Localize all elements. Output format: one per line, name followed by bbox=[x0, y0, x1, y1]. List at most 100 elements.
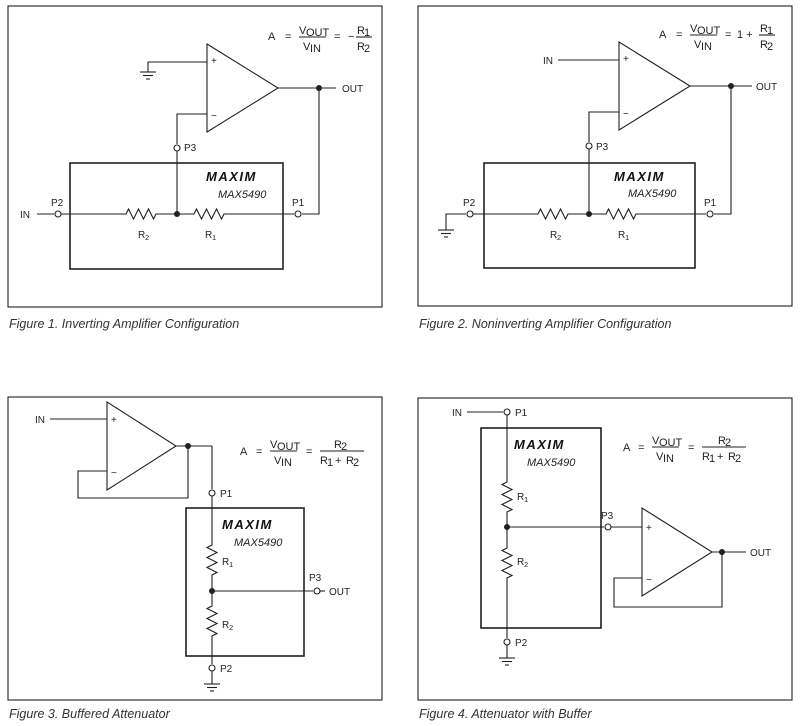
svg-text:A: A bbox=[268, 31, 276, 43]
svg-text:OUT: OUT bbox=[306, 27, 330, 39]
svg-text:IN: IN bbox=[543, 56, 553, 67]
figure-2-caption: Figure 2. Noninverting Amplifier Configu… bbox=[419, 317, 672, 331]
svg-text:1: 1 bbox=[327, 457, 333, 469]
svg-text:R: R bbox=[517, 492, 524, 503]
opamp-symbol bbox=[206, 43, 280, 133]
pin-p3 bbox=[173, 144, 181, 152]
svg-text:OUT: OUT bbox=[277, 441, 301, 453]
svg-text:IN: IN bbox=[452, 408, 462, 419]
svg-text:1: 1 bbox=[229, 560, 233, 569]
svg-text:1: 1 bbox=[625, 233, 629, 242]
opamp-symbol bbox=[618, 41, 692, 131]
svg-text:=: = bbox=[285, 31, 291, 43]
svg-text:P2: P2 bbox=[220, 664, 233, 675]
ground-symbol bbox=[437, 229, 455, 238]
svg-text:R: R bbox=[357, 41, 365, 53]
svg-text:MAX5490: MAX5490 bbox=[527, 457, 576, 469]
svg-text:MAXIM: MAXIM bbox=[514, 437, 565, 452]
svg-text:A: A bbox=[659, 29, 667, 41]
svg-text:V: V bbox=[694, 39, 702, 51]
figure-3-frame bbox=[7, 396, 383, 701]
svg-text:=: = bbox=[256, 446, 262, 458]
svg-text:1: 1 bbox=[364, 27, 370, 39]
ground-symbol bbox=[139, 71, 157, 80]
svg-text:OUT: OUT bbox=[329, 587, 350, 598]
svg-text:R: R bbox=[760, 23, 768, 35]
svg-text:V: V bbox=[652, 435, 660, 447]
svg-text:+: + bbox=[211, 56, 217, 67]
svg-text:IN: IN bbox=[663, 453, 674, 465]
svg-text:2: 2 bbox=[735, 453, 741, 465]
svg-text:OUT: OUT bbox=[659, 437, 683, 449]
svg-text:A: A bbox=[623, 442, 631, 454]
svg-text:R: R bbox=[550, 230, 557, 241]
svg-text:OUT: OUT bbox=[750, 548, 771, 559]
svg-text:−: − bbox=[211, 111, 217, 122]
svg-text:P3: P3 bbox=[596, 142, 609, 153]
svg-text:R: R bbox=[760, 39, 768, 51]
max5490-chip bbox=[185, 507, 305, 657]
figure-3-caption: Figure 3. Buffered Attenuator bbox=[9, 707, 170, 721]
opamp-symbol bbox=[106, 400, 178, 492]
svg-text:IN: IN bbox=[35, 415, 45, 426]
svg-text:P2: P2 bbox=[51, 198, 64, 209]
svg-text:P3: P3 bbox=[601, 511, 614, 522]
svg-text:R: R bbox=[222, 620, 229, 631]
svg-text:P1: P1 bbox=[704, 198, 717, 209]
svg-text:+: + bbox=[111, 415, 117, 426]
svg-text:2: 2 bbox=[145, 233, 149, 242]
svg-text:R: R bbox=[346, 455, 354, 467]
figure-1-frame bbox=[7, 5, 383, 308]
svg-text:−: − bbox=[646, 575, 652, 586]
svg-text:V: V bbox=[299, 25, 307, 37]
svg-text:=: = bbox=[306, 446, 312, 458]
svg-text:IN: IN bbox=[701, 41, 712, 53]
svg-text:2: 2 bbox=[725, 437, 731, 449]
svg-text:=: = bbox=[688, 442, 694, 454]
svg-text:R: R bbox=[222, 557, 229, 568]
svg-text:R: R bbox=[718, 435, 726, 447]
svg-text:2: 2 bbox=[353, 457, 359, 469]
svg-text:1: 1 bbox=[212, 233, 216, 242]
svg-text:R: R bbox=[618, 230, 625, 241]
opamp-symbol bbox=[641, 507, 714, 597]
svg-text:2: 2 bbox=[341, 441, 347, 453]
svg-text:A: A bbox=[240, 446, 248, 458]
svg-text:MAXIM: MAXIM bbox=[206, 169, 257, 184]
svg-text:OUT: OUT bbox=[697, 25, 721, 37]
svg-text:R: R bbox=[702, 451, 710, 463]
svg-text:V: V bbox=[690, 23, 698, 35]
svg-text:2: 2 bbox=[767, 41, 773, 53]
svg-text:IN: IN bbox=[20, 210, 30, 221]
svg-text:=: = bbox=[638, 442, 644, 454]
svg-text:2: 2 bbox=[557, 233, 561, 242]
svg-text:−: − bbox=[348, 31, 354, 43]
svg-text:R: R bbox=[357, 25, 365, 37]
svg-text:2: 2 bbox=[229, 623, 233, 632]
svg-text:R: R bbox=[728, 451, 736, 463]
svg-text:−: − bbox=[111, 468, 117, 479]
svg-text:V: V bbox=[274, 455, 282, 467]
resistor-network bbox=[205, 496, 219, 664]
svg-text:R: R bbox=[334, 439, 342, 451]
svg-text:P3: P3 bbox=[309, 573, 322, 584]
svg-text:MAXIM: MAXIM bbox=[614, 169, 665, 184]
svg-text:+: + bbox=[335, 455, 341, 467]
svg-text:+: + bbox=[646, 523, 652, 534]
figure-4-caption: Figure 4. Attenuator with Buffer bbox=[419, 707, 592, 721]
figure-2-frame bbox=[417, 5, 793, 307]
svg-text:1: 1 bbox=[709, 453, 715, 465]
svg-text:OUT: OUT bbox=[756, 82, 777, 93]
svg-text:=: = bbox=[676, 29, 682, 41]
svg-text:P3: P3 bbox=[184, 143, 197, 154]
pin-p3 bbox=[585, 142, 593, 150]
svg-text:2: 2 bbox=[364, 43, 370, 55]
svg-text:R: R bbox=[320, 455, 328, 467]
